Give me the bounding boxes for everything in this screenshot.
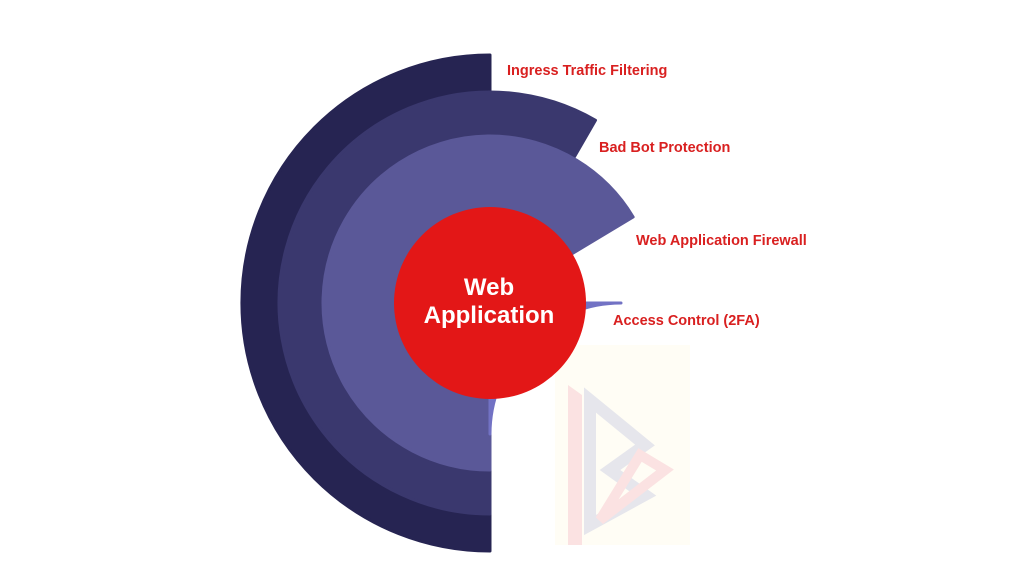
layer-label-bad-bot-protection: Bad Bot Protection [599, 140, 731, 156]
core-label-line1: Web [463, 274, 515, 301]
layer-label-ingress-traffic-filtering: Ingress Traffic Filtering [507, 63, 668, 79]
web-application-core [394, 207, 586, 399]
core-label-line2: Application [423, 302, 555, 329]
watermark-logo [555, 345, 690, 545]
layer-label-web-application-firewall: Web Application Firewall [636, 233, 807, 249]
core-label: Web Application [393, 274, 585, 330]
layer-label-access-control: Access Control (2FA) [613, 313, 760, 329]
